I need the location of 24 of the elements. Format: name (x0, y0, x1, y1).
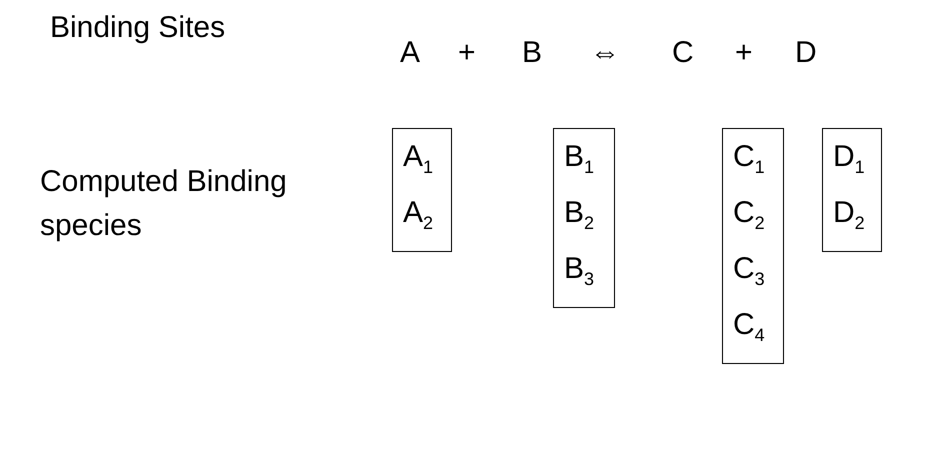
reaction-symbol: A (400, 35, 420, 71)
species-box (392, 128, 452, 252)
species-label: A$_{1}$ (403, 139, 434, 179)
reaction-symbol: D (795, 35, 817, 71)
species-label: D$_{2}$ (833, 195, 866, 235)
species-label: A$_{2}$ (403, 195, 434, 235)
reaction-symbol: B (522, 35, 542, 71)
plus-sign: + (458, 35, 476, 71)
species-label: C$_{3}$ (733, 251, 766, 291)
plus-sign: + (735, 35, 753, 71)
species-label: C$_{1}$ (733, 139, 766, 179)
species-label: B$_{1}$ (564, 139, 596, 179)
heading-label: Binding Sites (50, 10, 226, 46)
species-label: D$_{1}$ (833, 139, 866, 179)
species-label: C$_{2}$ (733, 195, 766, 235)
species-label: B$_{2}$ (564, 195, 596, 235)
species-label: B$_{3}$ (564, 251, 596, 291)
species-box (722, 128, 784, 364)
species-label: C$_{4}$ (733, 307, 766, 347)
row-label: Computed Binding species (40, 164, 288, 244)
reaction-symbol: C (672, 35, 694, 71)
species-box (553, 128, 615, 308)
species-box (822, 128, 882, 252)
equilibrium-arrow: ⇔ (590, 35, 620, 71)
